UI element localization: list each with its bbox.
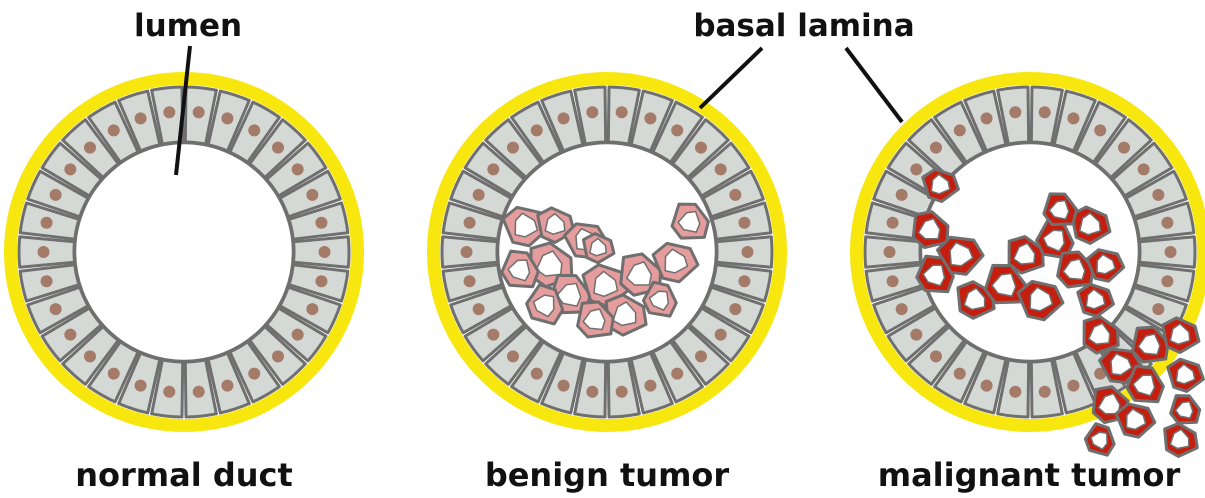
cell-nucleus xyxy=(84,350,96,362)
cell-nucleus xyxy=(41,217,53,229)
normal-duct-label: normal duct xyxy=(75,456,293,494)
cell-nucleus xyxy=(135,112,147,124)
cell-nucleus xyxy=(616,106,628,118)
cell-nucleus xyxy=(531,124,543,136)
cell-nucleus xyxy=(1165,246,1177,258)
cell-nucleus xyxy=(887,217,899,229)
cell-nucleus xyxy=(930,350,942,362)
cell-nucleus xyxy=(1161,275,1173,287)
cell-nucleus xyxy=(507,350,519,362)
cell-nucleus xyxy=(135,380,147,392)
cell-nucleus xyxy=(896,303,908,315)
cell-nucleus xyxy=(729,303,741,315)
cell-nucleus xyxy=(315,217,327,229)
cell-nucleus xyxy=(1152,189,1164,201)
cell-nucleus xyxy=(671,368,683,380)
cell-nucleus xyxy=(272,350,284,362)
cell-nucleus xyxy=(64,329,76,341)
cell-nucleus xyxy=(1067,380,1079,392)
cell-nucleus xyxy=(1039,386,1051,398)
cell-nucleus xyxy=(616,386,628,398)
cell-nucleus xyxy=(1067,112,1079,124)
cell-nucleus xyxy=(292,163,304,175)
cell-nucleus xyxy=(671,124,683,136)
cell-nucleus xyxy=(742,246,754,258)
cell-nucleus xyxy=(1118,142,1130,154)
cell-nucleus xyxy=(306,303,318,315)
cell-nucleus xyxy=(738,217,750,229)
malignant-tumor-figure xyxy=(850,72,1205,456)
cell-nucleus xyxy=(981,380,993,392)
cell-nucleus xyxy=(644,380,656,392)
cell-nucleus xyxy=(1094,124,1106,136)
cell-nucleus xyxy=(896,189,908,201)
cell-nucleus xyxy=(729,189,741,201)
cell-nucleus xyxy=(507,142,519,154)
basal-lamina-leader-line-benign xyxy=(700,48,762,108)
cell-nucleus xyxy=(558,112,570,124)
malignant-tumor-label: malignant tumor xyxy=(878,456,1181,494)
cell-nucleus xyxy=(1009,106,1021,118)
cell-nucleus xyxy=(954,124,966,136)
cell-nucleus xyxy=(464,275,476,287)
normal-duct-figure xyxy=(4,72,364,432)
lumen-label: lumen xyxy=(134,8,242,44)
cell-nucleus xyxy=(50,189,62,201)
cell-nucleus xyxy=(473,189,485,201)
cell-nucleus xyxy=(41,275,53,287)
cell-nucleus xyxy=(108,368,120,380)
basal-lamina-leader-line-malignant xyxy=(846,48,902,122)
cell-nucleus xyxy=(1039,106,1051,118)
cell-nucleus xyxy=(695,142,707,154)
cell-nucleus xyxy=(558,380,570,392)
cell-nucleus xyxy=(644,112,656,124)
cell-nucleus xyxy=(292,329,304,341)
cell-nucleus xyxy=(487,329,499,341)
lumen-space xyxy=(75,143,293,361)
cell-nucleus xyxy=(954,368,966,380)
cell-nucleus xyxy=(38,246,50,258)
cell-nucleus xyxy=(1009,386,1021,398)
cell-nucleus xyxy=(221,112,233,124)
cell-nucleus xyxy=(910,329,922,341)
benign-tumor-figure xyxy=(427,72,787,432)
cell-nucleus xyxy=(108,124,120,136)
cell-nucleus xyxy=(531,368,543,380)
cell-nucleus xyxy=(84,142,96,154)
benign-tumor-label: benign tumor xyxy=(485,456,730,494)
cell-nucleus xyxy=(193,386,205,398)
cell-nucleus xyxy=(586,106,598,118)
cell-nucleus xyxy=(1161,217,1173,229)
cell-nucleus xyxy=(715,163,727,175)
cell-nucleus xyxy=(163,386,175,398)
cell-nucleus xyxy=(64,163,76,175)
cell-nucleus xyxy=(248,368,260,380)
cell-nucleus xyxy=(1138,163,1150,175)
cell-nucleus xyxy=(910,163,922,175)
cell-nucleus xyxy=(695,350,707,362)
cell-nucleus xyxy=(887,275,899,287)
cell-nucleus xyxy=(193,106,205,118)
cell-nucleus xyxy=(930,142,942,154)
cell-nucleus xyxy=(163,106,175,118)
cell-nucleus xyxy=(981,112,993,124)
cell-nucleus xyxy=(464,217,476,229)
cell-nucleus xyxy=(248,124,260,136)
basal-lamina-label: basal lamina xyxy=(693,8,914,44)
cell-nucleus xyxy=(221,380,233,392)
cell-nucleus xyxy=(315,275,327,287)
cell-nucleus xyxy=(715,329,727,341)
cell-nucleus xyxy=(487,163,499,175)
cell-nucleus xyxy=(1152,303,1164,315)
cell-nucleus xyxy=(586,386,598,398)
cell-nucleus xyxy=(306,189,318,201)
cell-nucleus xyxy=(461,246,473,258)
cell-nucleus xyxy=(50,303,62,315)
cell-nucleus xyxy=(884,246,896,258)
cell-nucleus xyxy=(272,142,284,154)
cell-nucleus xyxy=(738,275,750,287)
cell-nucleus xyxy=(319,246,331,258)
cell-nucleus xyxy=(473,303,485,315)
